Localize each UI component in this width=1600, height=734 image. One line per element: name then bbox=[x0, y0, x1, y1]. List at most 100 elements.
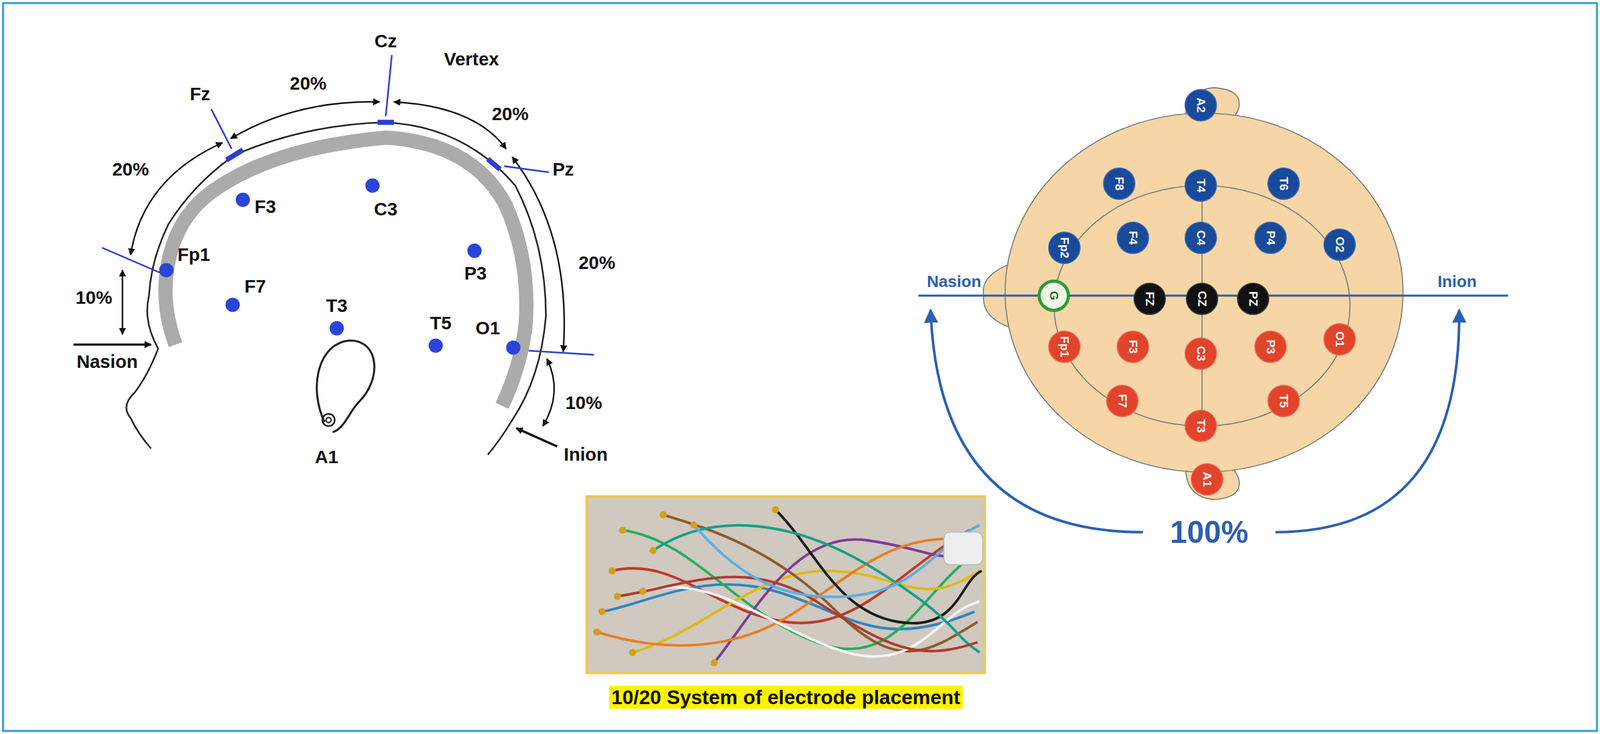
marker-line bbox=[102, 247, 162, 274]
electrode-dot bbox=[329, 321, 344, 336]
electrode-disc bbox=[1116, 331, 1149, 364]
electrode-name: F3 bbox=[1126, 340, 1140, 354]
percent-label: 10% bbox=[565, 392, 603, 414]
electrode-disc bbox=[1185, 221, 1217, 254]
landmark-label: Inion bbox=[1437, 272, 1477, 291]
electrode-dot bbox=[365, 178, 380, 194]
measure-arc bbox=[230, 102, 380, 139]
electrode-disc bbox=[1268, 384, 1300, 417]
electrode-circle: C3 bbox=[1184, 337, 1217, 370]
electrode-disc bbox=[1185, 170, 1217, 202]
electrode-name: F7 bbox=[1116, 393, 1130, 408]
electrode-name: Fp2 bbox=[1057, 237, 1071, 259]
side-view bbox=[73, 54, 595, 455]
electrode-dot bbox=[467, 243, 482, 258]
landmark-label: Inion bbox=[563, 444, 608, 466]
electrode-disc bbox=[1048, 232, 1081, 265]
marker-line bbox=[528, 350, 595, 356]
electrode-circle: F4 bbox=[1116, 221, 1150, 255]
electrode-circle: O2 bbox=[1323, 228, 1356, 261]
pointer-arrow bbox=[73, 343, 152, 347]
electrode-name: F8 bbox=[1112, 176, 1127, 191]
percent-label: 20% bbox=[578, 252, 616, 275]
electrode-label: Fz bbox=[189, 83, 211, 105]
electrode-name: O1 bbox=[1333, 331, 1347, 348]
electrode-disc bbox=[1185, 89, 1217, 121]
electrode-name: T5 bbox=[1277, 393, 1291, 408]
electrode-disc bbox=[1116, 221, 1149, 254]
electrode-disc bbox=[1039, 280, 1069, 311]
electrode-circle: PZ bbox=[1236, 282, 1270, 316]
electrode-disc bbox=[1324, 229, 1356, 261]
electrode-name: P4 bbox=[1263, 230, 1277, 245]
tick-mark bbox=[487, 158, 501, 169]
electrode-label: O1 bbox=[475, 317, 500, 339]
measure-arc bbox=[393, 102, 506, 149]
electrode-circle: T4 bbox=[1184, 169, 1217, 202]
electrode-name: Fp1 bbox=[1057, 336, 1071, 358]
ear bbox=[317, 340, 375, 433]
electrode-disc bbox=[1268, 168, 1300, 200]
caption: 10/20 System of electrode placement bbox=[608, 686, 963, 710]
electrode-name: P3 bbox=[1263, 339, 1277, 354]
electrode-disc bbox=[1103, 168, 1136, 200]
electrode-label: T3 bbox=[325, 295, 347, 317]
percent-label: 20% bbox=[289, 72, 327, 95]
photo-frame bbox=[586, 496, 985, 673]
electrode-circle: T3 bbox=[1184, 409, 1217, 443]
wire-bundle bbox=[596, 510, 982, 664]
electrode-name: FZ bbox=[1143, 291, 1157, 306]
electrode-label: P3 bbox=[463, 262, 487, 285]
electrode-name: F4 bbox=[1126, 230, 1140, 245]
electrode-disc bbox=[1134, 283, 1166, 316]
electrode-name: A2 bbox=[1194, 97, 1208, 113]
electrode-name: O2 bbox=[1333, 236, 1347, 253]
electrode-circle: F3 bbox=[1116, 330, 1150, 364]
lead-tips bbox=[593, 506, 780, 667]
ear-spiral bbox=[322, 414, 336, 427]
leader-line bbox=[385, 54, 392, 116]
electrode-label: F7 bbox=[244, 275, 266, 298]
electrode-dot bbox=[428, 338, 443, 354]
measure-arc bbox=[1275, 310, 1460, 533]
photo-ground bbox=[586, 496, 985, 673]
electrode-name: PZ bbox=[1246, 291, 1260, 307]
measure-arrow bbox=[543, 358, 555, 427]
electrode-circle: FZ bbox=[1133, 282, 1166, 316]
electrode-disc bbox=[1048, 331, 1081, 364]
percent-label: 20% bbox=[492, 103, 529, 125]
electrode-name: G bbox=[1047, 290, 1061, 301]
electrode-circle: O1 bbox=[1323, 323, 1356, 356]
landmark-label: Vertex bbox=[444, 48, 500, 70]
electrode-name: T4 bbox=[1194, 178, 1208, 193]
percent-label: 100% bbox=[1170, 515, 1249, 551]
electrode-disc bbox=[1106, 384, 1139, 417]
electrode-label: Pz bbox=[552, 158, 574, 180]
electrode-name: A1 bbox=[1200, 471, 1214, 487]
electrode-dot bbox=[506, 340, 521, 356]
leader-line bbox=[211, 108, 232, 149]
pointer-arrow bbox=[516, 428, 558, 447]
electrode-disc bbox=[1191, 463, 1224, 496]
electrode-circle: Fp2 bbox=[1048, 231, 1081, 265]
electrode-dot bbox=[235, 192, 250, 207]
electrode-disc bbox=[1254, 331, 1287, 364]
electrode-disc bbox=[1185, 338, 1217, 370]
electrode-label: A1 bbox=[314, 446, 339, 468]
electrode-disc bbox=[1237, 283, 1270, 316]
grid-ellipse bbox=[1053, 185, 1350, 427]
electrode-name: C4 bbox=[1194, 229, 1208, 245]
connector bbox=[944, 532, 983, 565]
electrode-circle: A1 bbox=[1190, 463, 1224, 496]
electrode-circle: P4 bbox=[1254, 221, 1287, 255]
electrode-name: T3 bbox=[1194, 419, 1208, 433]
electrode-circle: T5 bbox=[1267, 384, 1300, 418]
electrode-disc bbox=[1324, 323, 1356, 356]
electrode-dot bbox=[159, 262, 174, 278]
electrode-circle: P3 bbox=[1254, 330, 1287, 364]
electrode-disc bbox=[1186, 283, 1219, 316]
electrode-circle: C4 bbox=[1184, 221, 1217, 255]
electrode-name: T6 bbox=[1277, 176, 1291, 191]
electrode-label: C3 bbox=[373, 198, 398, 220]
